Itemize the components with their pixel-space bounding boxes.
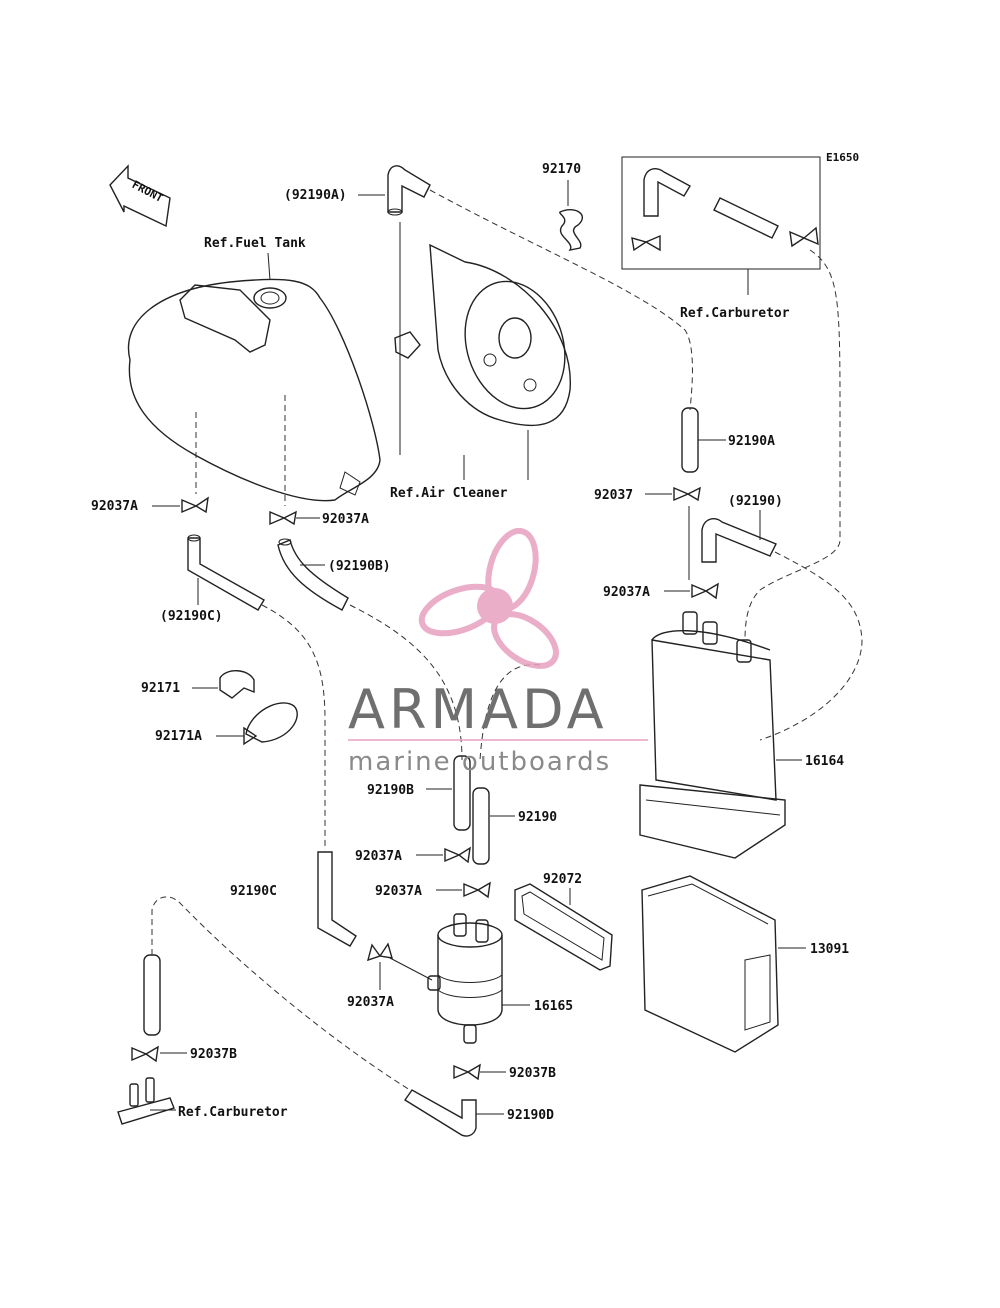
clip-icon	[444, 846, 471, 864]
label-13091: 13091	[810, 942, 849, 957]
label-92171: 92171	[141, 681, 180, 696]
clamp-92171-icon	[219, 670, 255, 699]
label-92190D: 92190D	[507, 1108, 554, 1123]
fuel-filter-16165	[427, 913, 503, 1044]
label-16164: 16164	[805, 754, 844, 769]
label-92037A-mid: 92037A	[322, 512, 369, 527]
clip-icon	[453, 1063, 481, 1081]
hose-left-lower	[143, 954, 161, 1036]
ref-carburetor-top-label: Ref.Carburetor	[680, 306, 790, 321]
hose-92190-upper	[701, 518, 777, 563]
hose-92190B	[453, 755, 471, 831]
ref-air-cleaner-label: Ref.Air Cleaner	[390, 486, 508, 501]
hose-92190	[472, 787, 490, 865]
front-arrow-icon: FRONT	[109, 164, 171, 228]
label-92037A-a: 92037A	[355, 849, 402, 864]
carburetor-inset-box	[621, 156, 821, 270]
label-92190C: 92190C	[230, 884, 277, 899]
label-92072: 92072	[543, 872, 582, 887]
ref-fuel-tank-label: Ref.Fuel Tank	[204, 236, 306, 251]
label-92190: 92190	[518, 810, 557, 825]
clip-icon	[131, 1045, 159, 1063]
clip-92037-icon	[673, 486, 701, 502]
label-92190-paren: (92190)	[728, 494, 783, 509]
watermark-tagline: marine outboards	[348, 747, 611, 777]
clip-icon	[181, 496, 209, 514]
clip-92170-icon	[559, 208, 584, 252]
label-92037B-right: 92037B	[509, 1066, 556, 1081]
label-92190C-paren: (92190C)	[160, 609, 223, 624]
diagram-code: E1650	[826, 151, 859, 164]
clip-icon	[691, 582, 719, 600]
hose-92190A-upper	[387, 165, 431, 216]
clamp-92171A-icon	[243, 702, 298, 746]
label-92037B-left: 92037B	[190, 1047, 237, 1062]
hose-92190C-lower	[317, 851, 357, 947]
label-92190A-paren: (92190A)	[284, 188, 347, 203]
label-92037A-c: 92037A	[347, 995, 394, 1010]
label-92171A: 92171A	[155, 729, 202, 744]
front-label: FRONT	[130, 178, 166, 205]
carburetor-fitting-icon	[117, 1077, 175, 1125]
clip-icon	[269, 510, 297, 526]
armada-logo-icon	[418, 527, 559, 669]
label-92190B-paren: (92190B)	[328, 559, 391, 574]
clip-icon	[463, 881, 491, 899]
label-92037: 92037	[594, 488, 633, 503]
clip-icon	[366, 942, 393, 962]
canister-16164	[639, 611, 786, 859]
label-92190A: 92190A	[728, 434, 775, 449]
label-92037A-b: 92037A	[375, 884, 422, 899]
label-92170: 92170	[542, 162, 581, 177]
label-16165: 16165	[534, 999, 573, 1014]
inset-hoses	[631, 168, 819, 252]
hose-92190D	[404, 1089, 477, 1137]
hose-92190A	[681, 407, 699, 473]
air-cleaner	[394, 243, 571, 427]
band-92072	[514, 883, 613, 971]
hose-92190B-upper	[277, 538, 349, 611]
label-92037A-right: 92037A	[603, 585, 650, 600]
ref-carburetor-bottom-label: Ref.Carburetor	[178, 1105, 288, 1120]
fuel-tank	[127, 278, 381, 502]
case-13091	[641, 875, 779, 1053]
watermark-brand: ARMADA	[348, 678, 608, 741]
label-92190B: 92190B	[367, 783, 414, 798]
label-92037A-left: 92037A	[91, 499, 138, 514]
hose-92190C-upper	[187, 534, 265, 611]
